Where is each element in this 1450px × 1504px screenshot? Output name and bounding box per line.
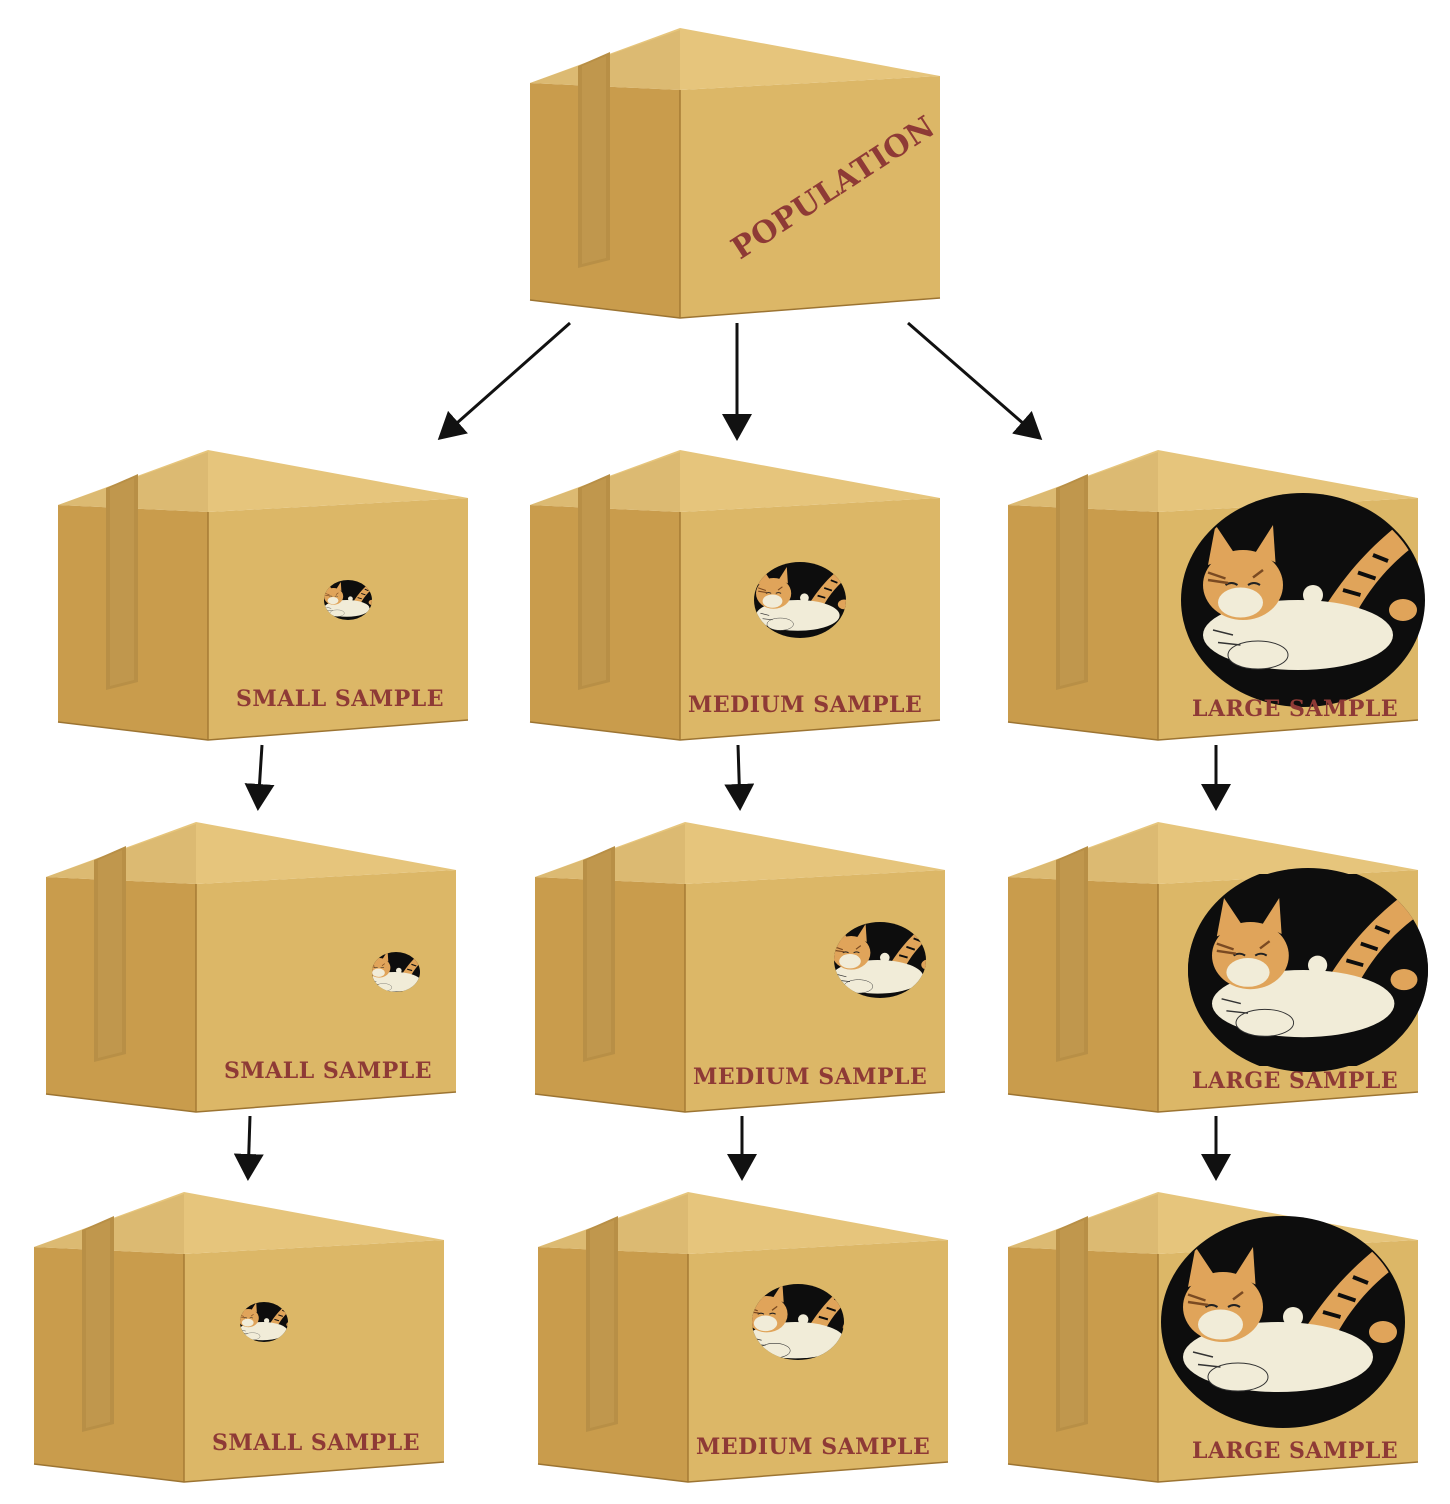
cat-hole-large <box>1183 498 1423 702</box>
large-sample-label: LARGE SAMPLE <box>1192 1438 1398 1464</box>
small-sample-label: SMALL SAMPLE <box>236 686 444 712</box>
medium-sample-label: MEDIUM SAMPLE <box>696 1434 930 1460</box>
arrow-small-2 <box>233 1115 264 1181</box>
medium-sample-box-3: MEDIUM SAMPLE <box>537 1191 949 1483</box>
arrow-to-small <box>437 321 571 440</box>
row1-arrows <box>244 744 1231 811</box>
medium-sample-box-2: MEDIUM SAMPLE <box>534 821 946 1113</box>
large-sample-box-3: LARGE SAMPLE <box>1007 1191 1419 1483</box>
arrow-medium-1 <box>724 744 755 811</box>
large-sample-label: LARGE SAMPLE <box>1192 696 1398 722</box>
small-sample-box-3: SMALL SAMPLE <box>33 1191 445 1483</box>
small-sample-label: SMALL SAMPLE <box>224 1058 432 1084</box>
population-arrows <box>437 321 1043 441</box>
arrow-to-large <box>907 321 1043 440</box>
medium-sample-label: MEDIUM SAMPLE <box>693 1064 927 1090</box>
population-box: POPULATION <box>529 27 941 319</box>
large-sample-label: LARGE SAMPLE <box>1192 1068 1398 1094</box>
medium-sample-box-1: MEDIUM SAMPLE <box>529 449 941 741</box>
cat-hole-large <box>1163 1220 1403 1424</box>
arrow-small-1 <box>244 744 275 811</box>
small-sample-box-2: SMALL SAMPLE <box>45 821 457 1113</box>
cat-hole-large <box>1188 872 1428 1068</box>
small-sample-label: SMALL SAMPLE <box>212 1430 420 1456</box>
row2-arrows <box>233 1115 1231 1181</box>
small-sample-box-1: SMALL SAMPLE <box>57 449 469 741</box>
medium-sample-label: MEDIUM SAMPLE <box>688 692 922 718</box>
large-sample-box-1: LARGE SAMPLE <box>1007 449 1425 741</box>
large-sample-box-2: LARGE SAMPLE <box>1007 821 1428 1113</box>
